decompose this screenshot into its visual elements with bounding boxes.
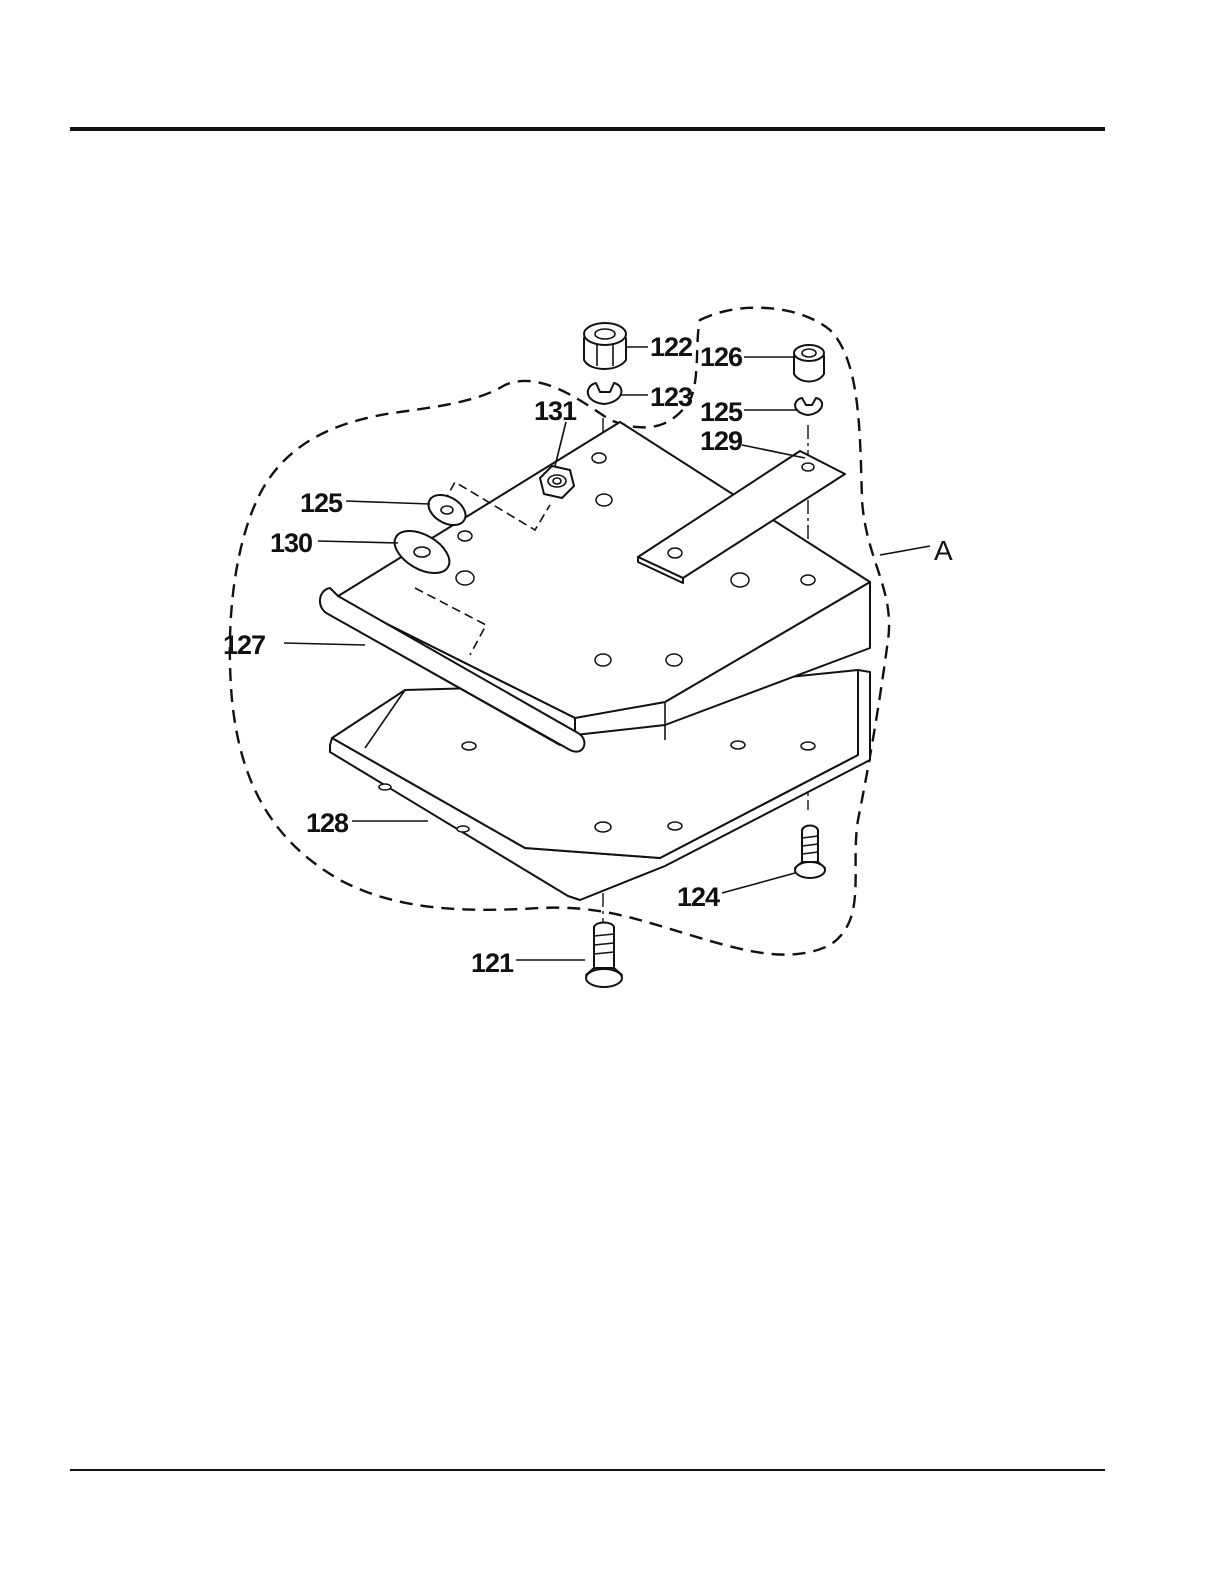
callout-126: 126	[700, 342, 743, 372]
callout-127: 127	[223, 630, 265, 660]
callout-128: 128	[306, 808, 349, 838]
clip-123	[588, 383, 622, 404]
callout-125-left: 125	[300, 488, 343, 518]
footer-rule	[70, 1469, 1105, 1471]
screw-124	[795, 826, 825, 879]
callout-130: 130	[270, 528, 312, 558]
clip-125-right	[795, 398, 822, 415]
callout-123: 123	[650, 382, 693, 412]
screw-121	[586, 923, 622, 988]
callout-a: A	[934, 535, 953, 566]
callout-122: 122	[650, 332, 692, 362]
callout-124: 124	[677, 882, 720, 912]
nut-126	[794, 345, 824, 382]
callout-125-right: 125	[700, 397, 743, 427]
callout-129: 129	[700, 426, 743, 456]
callout-121: 121	[471, 948, 514, 978]
callout-131: 131	[534, 396, 577, 426]
nut-122	[584, 323, 626, 369]
